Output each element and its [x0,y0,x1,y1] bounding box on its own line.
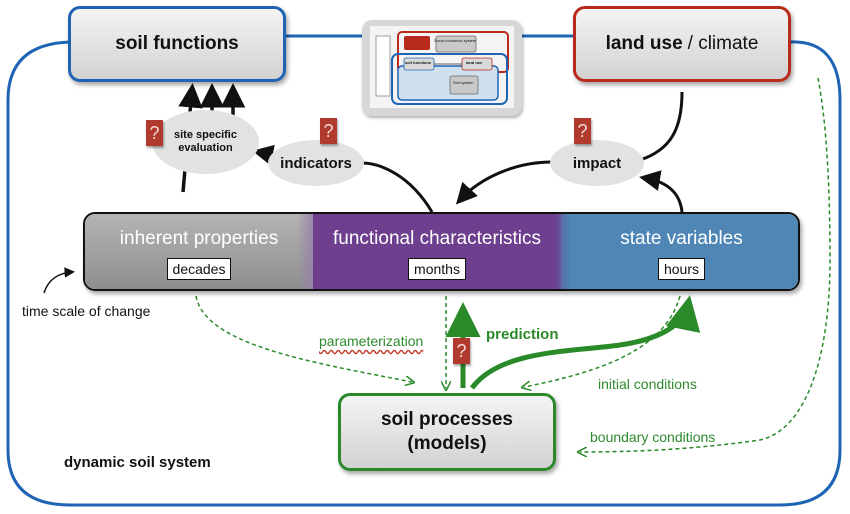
boundary-conditions-label: boundary conditions [590,429,716,445]
thumbnail-land-use: land use [466,60,483,65]
question-mark-impact[interactable]: ? [574,118,591,144]
soil-characteristics-band: inherent properties decades functional c… [83,212,800,291]
land-use-climate-box[interactable]: land use / climate [573,6,791,82]
arrow-time-scale [43,267,75,294]
question-mark-indicators-text: ? [323,120,334,141]
site-specific-evaluation-label: site specific evaluation [174,129,237,154]
state-variables-title: state variables [620,228,743,249]
models-label: (models) [407,433,487,454]
functional-characteristics-segment[interactable]: functional characteristics months [313,214,561,289]
arrow-impact-to-functional [455,160,553,205]
state-variables-segment[interactable]: state variables hours [561,214,798,289]
thumbnail-graphic [375,31,509,105]
functional-time-scale: months [408,258,466,280]
thumbnail-canvas: Socio-economic system soil functions lan… [370,26,514,108]
arrow-processes-to-state [469,295,701,390]
initial-conditions-label: initial conditions [598,376,697,392]
question-mark-impact-text: ? [577,120,588,141]
dashed-initial-conditions [524,295,681,387]
soil-functions-label: soil functions [115,33,239,54]
thumbnail-soil-system: Soil system [453,80,474,85]
curve-functional-to-indicators [361,161,434,213]
soil-processes-label: soil processes [380,409,514,430]
band-blend-left [297,214,313,289]
dynamic-soil-system-label: dynamic soil system [64,454,211,471]
impact-label: impact [572,154,622,172]
band-blend-right [555,214,571,289]
prediction-label: prediction [486,326,559,343]
functional-characteristics-title: functional characteristics [332,228,542,249]
parameterization-label: parameterization [319,333,424,349]
thumbnail-socio-economic: Socio-economic system [434,38,477,43]
question-mark-prediction-text: ? [456,340,467,361]
curve-landuse-to-impact [639,91,684,162]
state-time-scale: hours [657,258,706,280]
time-scale-label: time scale of change [22,303,151,319]
soil-functions-box[interactable]: soil functions [68,6,286,82]
question-mark-evaluation[interactable]: ? [146,120,163,146]
indicators-label: indicators [280,154,352,172]
indicators-ellipse[interactable]: indicators [268,140,364,186]
climate-label: / climate [687,33,759,54]
impact-ellipse[interactable]: impact [550,140,644,186]
inherent-properties-segment[interactable]: inherent properties decades [85,214,313,289]
question-mark-prediction[interactable]: ? [453,338,470,364]
inherent-properties-title: inherent properties [119,228,279,249]
thumbnail-soil-functions: soil functions [405,60,431,65]
system-outline [6,40,842,507]
land-use-label: land use [605,33,683,54]
dashed-boundary-conditions [580,77,831,452]
inherent-time-scale: decades [166,258,232,280]
question-mark-evaluation-text: ? [149,122,160,143]
soil-processes-box[interactable]: soil processes (models) [338,393,556,471]
site-specific-evaluation-ellipse[interactable]: site specific evaluation [152,110,259,174]
question-mark-indicators[interactable]: ? [320,118,337,144]
overview-thumbnail[interactable]: Socio-economic system soil functions lan… [362,20,522,116]
arrow-state-to-impact [639,170,684,213]
